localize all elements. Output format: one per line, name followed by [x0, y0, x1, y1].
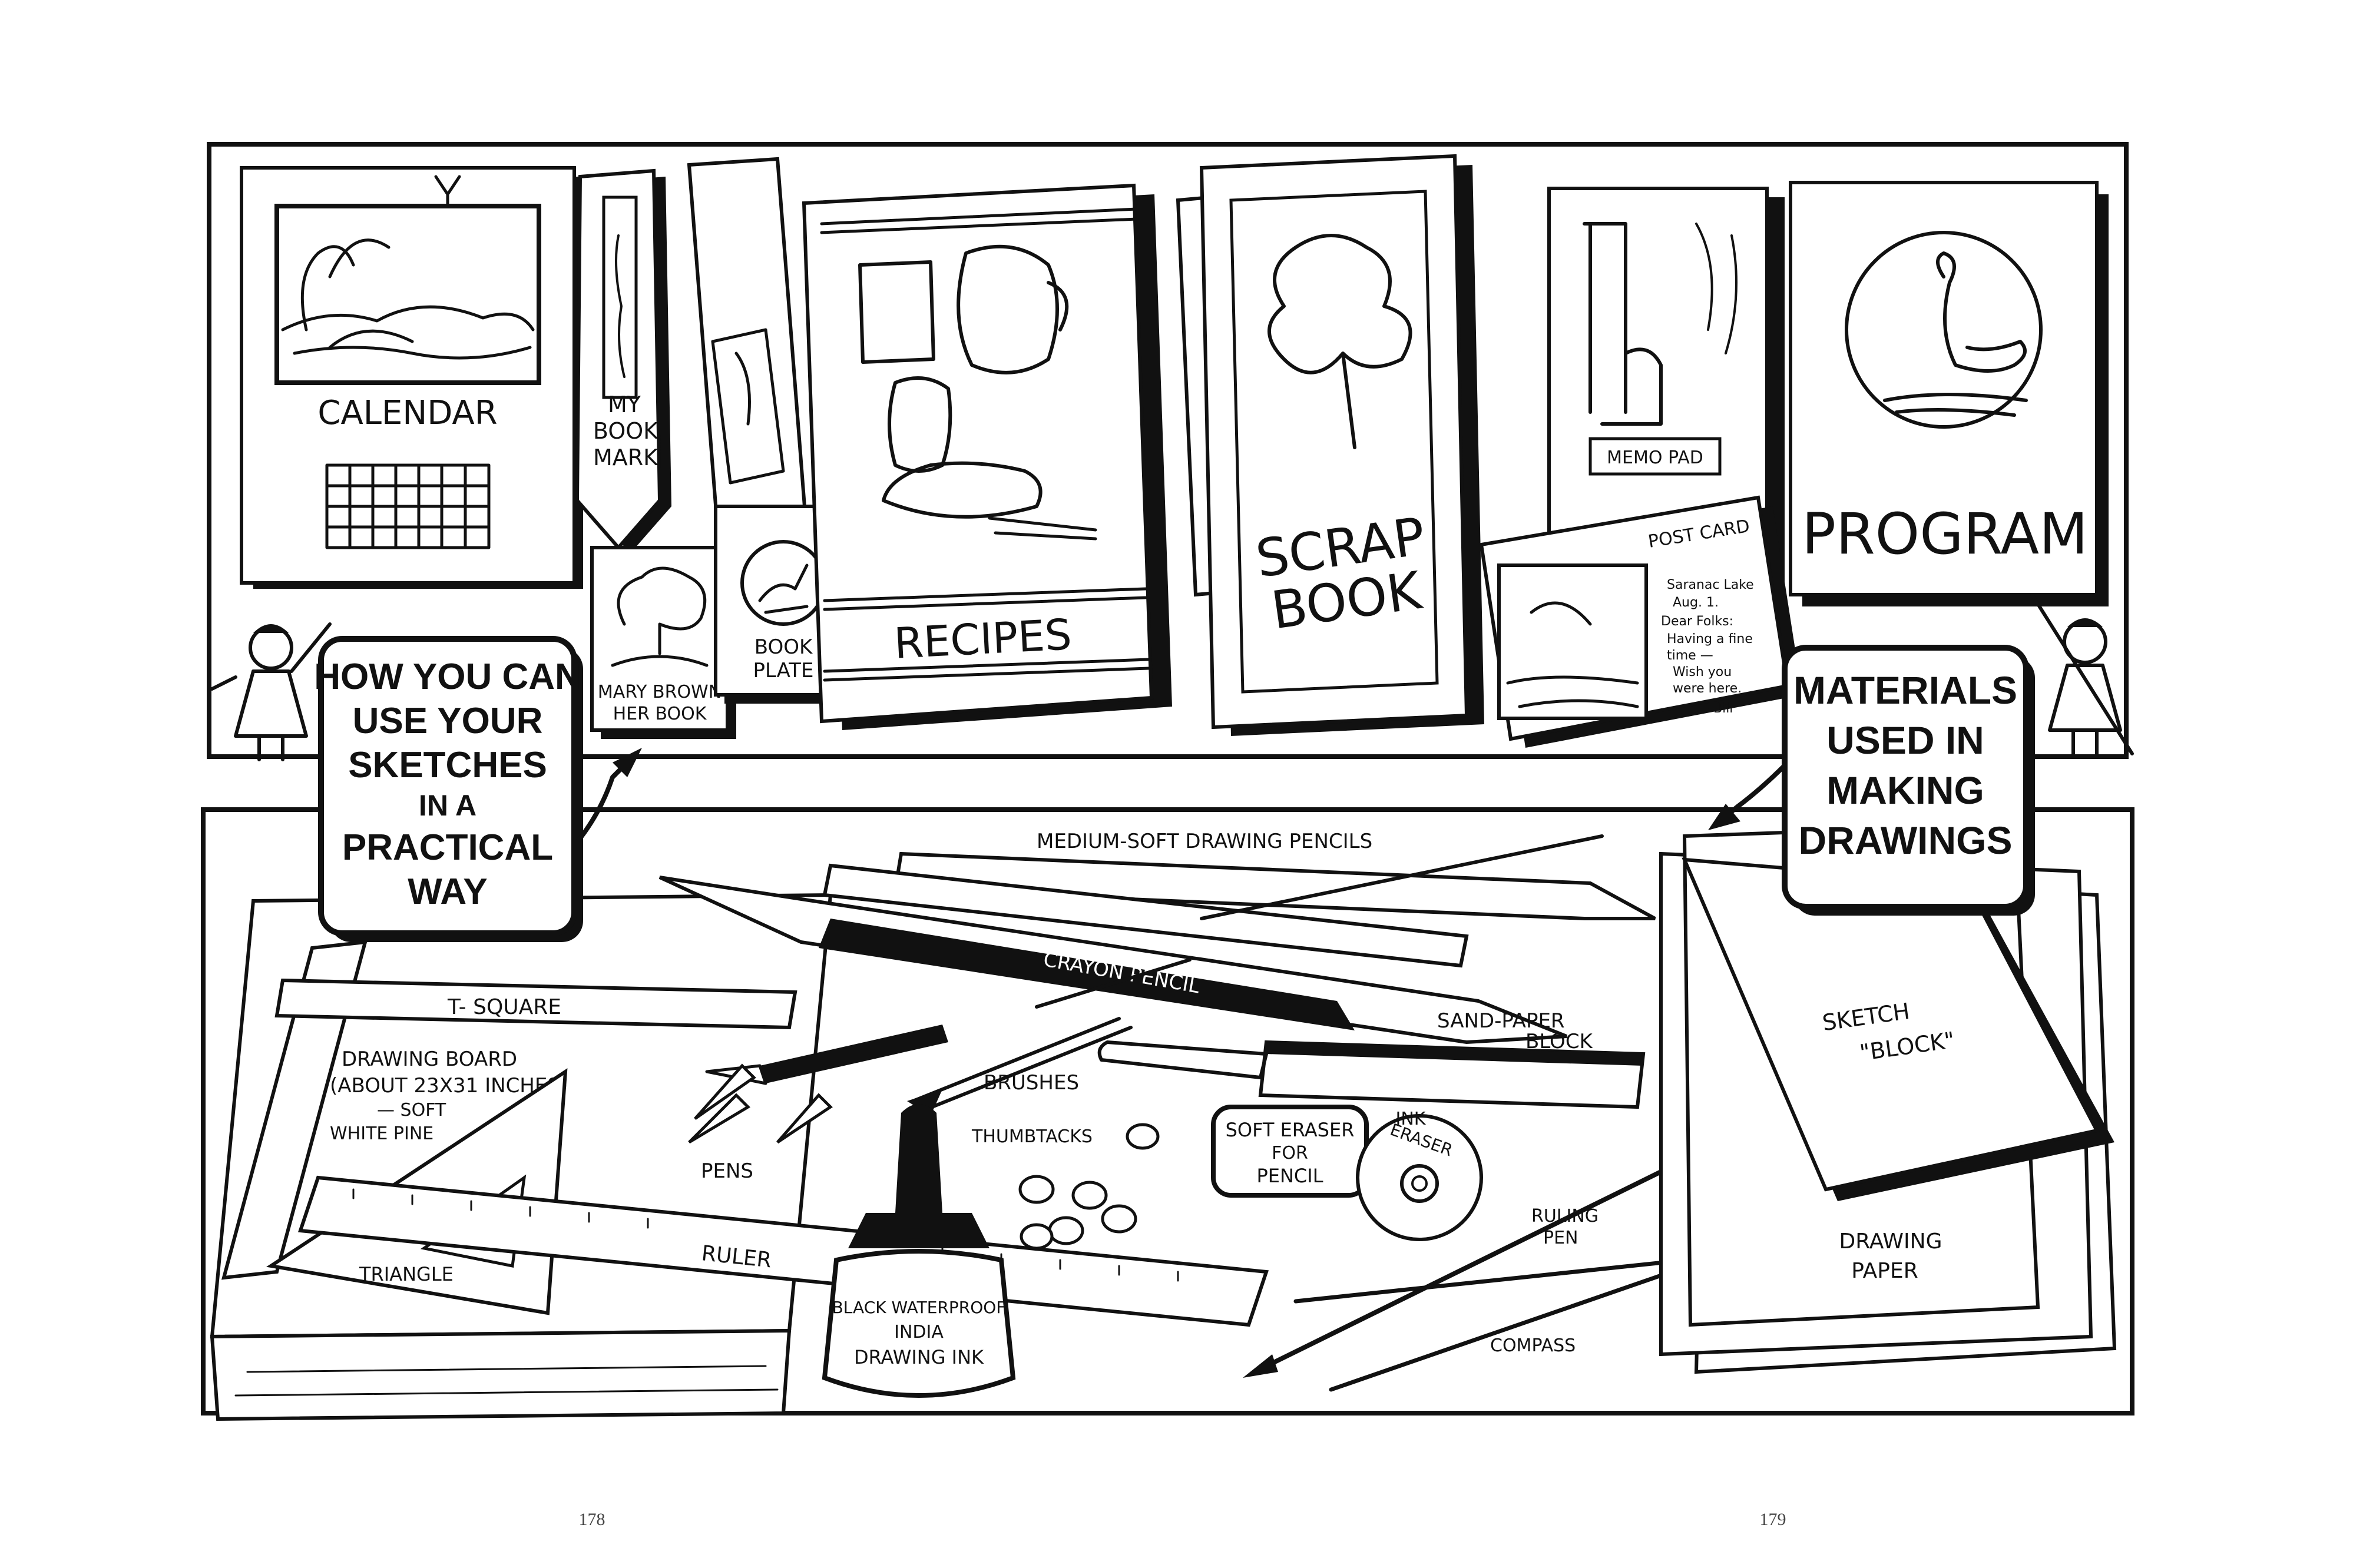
callout-left-line-5: PRACTICAL: [342, 827, 553, 868]
drawing-paper-label-1: DRAWING: [1839, 1229, 1942, 1254]
postcard-note-5: time —: [1667, 648, 1713, 663]
ink-eraser-illustration: INK ERASER: [1356, 1109, 1483, 1241]
sketch-block-illustration: SKETCH "BLOCK": [1682, 857, 2114, 1201]
bookmark-label-3: MARK: [593, 445, 658, 470]
recipes-book-illustration: RECIPES: [802, 183, 1172, 730]
callout-left: HOW YOU CAN USE YOUR SKETCHES IN A PRACT…: [314, 636, 642, 942]
callout-right-line-1: MATERIALS: [1793, 668, 2017, 712]
bookplate-mary-brown-line-1: MARY BROWN: [598, 682, 722, 702]
callout-right-line-2: USED IN: [1826, 718, 1984, 762]
program-label: PROGRAM: [1802, 501, 2088, 567]
soft-eraser-illustration: SOFT ERASER FOR PENCIL: [1211, 1105, 1369, 1198]
calendar-illustration: CALENDAR: [240, 166, 583, 589]
soft-eraser-label-1: SOFT ERASER: [1226, 1119, 1355, 1141]
soft-eraser-label-2: FOR: [1272, 1143, 1308, 1163]
sandpaper-block-illustration: SAND-PAPER BLOCK: [1097, 1009, 1646, 1109]
postcard-note-8: — Bill: [1696, 701, 1733, 716]
recipes-label: RECIPES: [893, 609, 1073, 668]
bookmark-label-2: BOOK: [593, 418, 658, 444]
brushes-label: BRUSHES: [984, 1071, 1079, 1095]
thumbtacks-label: THUMBTACKS: [971, 1126, 1093, 1147]
drawing-paper-label-2: PAPER: [1851, 1259, 1918, 1283]
postcard-note-6: Wish you: [1673, 665, 1732, 679]
memo-pad-label: MEMO PAD: [1607, 447, 1703, 468]
elf-figure-right: [2030, 593, 2134, 758]
bookplate-line-1: BOOK: [754, 635, 813, 659]
callout-right: MATERIALS USED IN MAKING DRAWINGS: [1708, 645, 2035, 916]
sandpaper-label-1: SAND-PAPER: [1437, 1009, 1565, 1033]
postcard-note-7: were here.: [1673, 681, 1742, 696]
program-illustration: PROGRAM: [1789, 181, 2109, 606]
pens-illustration: PENS: [688, 1025, 948, 1183]
postcard-illustration: POST CARD Saranac Lake Aug. 1. Dear Folk…: [1479, 495, 1802, 748]
sandpaper-label-2: BLOCK: [1525, 1030, 1594, 1053]
drawing-pencils-illustration: MEDIUM-SOFT DRAWING PENCILS CRAYON PENCI…: [658, 830, 1656, 1045]
scrapbook-illustration: SCRAP BOOK: [1176, 154, 1484, 736]
compass-label: COMPASS: [1490, 1335, 1576, 1356]
callout-left-line-1: HOW YOU CAN: [314, 657, 581, 697]
triangle-label: TRIANGLE: [359, 1263, 454, 1285]
callout-left-line-3: SKETCHES: [348, 745, 547, 785]
drawing-board-label-2: (ABOUT 23X31 INCHES): [330, 1074, 568, 1098]
ruling-pen-label-2: PEN: [1543, 1228, 1578, 1248]
ruling-pen-label-1: RULING: [1531, 1206, 1599, 1226]
postcard-note-2: Aug. 1.: [1673, 595, 1719, 610]
bookmark-illustration: MY BOOK MARK: [575, 157, 815, 621]
drawing-board-label-4: WHITE PINE: [330, 1123, 433, 1144]
callout-left-line-4: IN A: [419, 789, 476, 822]
india-ink-label-1: BLACK WATERPROOF: [832, 1298, 1006, 1317]
callout-left-line-2: USE YOUR: [353, 701, 543, 741]
india-ink-label-2: INDIA: [894, 1322, 944, 1342]
t-square-label: T- SQUARE: [447, 995, 561, 1019]
calendar-label: CALENDAR: [317, 394, 497, 432]
elf-figure-left: [210, 622, 332, 761]
callout-left-line-6: WAY: [408, 871, 488, 912]
bookmark-label-1: MY: [608, 392, 641, 417]
bookplate-mary-brown-line-2: HER BOOK: [613, 704, 707, 724]
t-square-illustration: T- SQUARE: [221, 940, 797, 1280]
page-number-left: 178: [579, 1510, 605, 1529]
india-ink-label-3: DRAWING INK: [854, 1346, 984, 1368]
postcard-note-3: Dear Folks:: [1661, 614, 1733, 629]
bookplate-mary-brown: MARY BROWN HER BOOK: [590, 546, 736, 739]
ink-eraser-label-1: INK: [1396, 1109, 1427, 1129]
brushes-illustration: BRUSHES: [907, 958, 1192, 1116]
postcard-note-4: Having a fine: [1667, 632, 1753, 647]
drawing-board-label-1: DRAWING BOARD: [342, 1047, 517, 1071]
soft-eraser-label-3: PENCIL: [1256, 1165, 1323, 1187]
india-ink-bottle-illustration: BLACK WATERPROOF INDIA DRAWING INK: [822, 1104, 1016, 1398]
medium-soft-pencils-label: MEDIUM-SOFT DRAWING PENCILS: [1037, 830, 1372, 853]
ruling-pen-illustration: RULING PEN: [1243, 1169, 1663, 1378]
thumbtacks-illustration: THUMBTACKS: [971, 1123, 1160, 1250]
pens-label: PENS: [701, 1159, 753, 1183]
drawing-board-label-3: — SOFT: [377, 1100, 446, 1121]
page-number-right: 179: [1760, 1510, 1786, 1529]
postcard-note-1: Saranac Lake: [1667, 578, 1754, 592]
bookplate-line-2: PLATE: [753, 659, 813, 682]
callout-right-line-4: DRAWINGS: [1799, 818, 2013, 862]
callout-right-line-3: MAKING: [1826, 768, 1984, 812]
